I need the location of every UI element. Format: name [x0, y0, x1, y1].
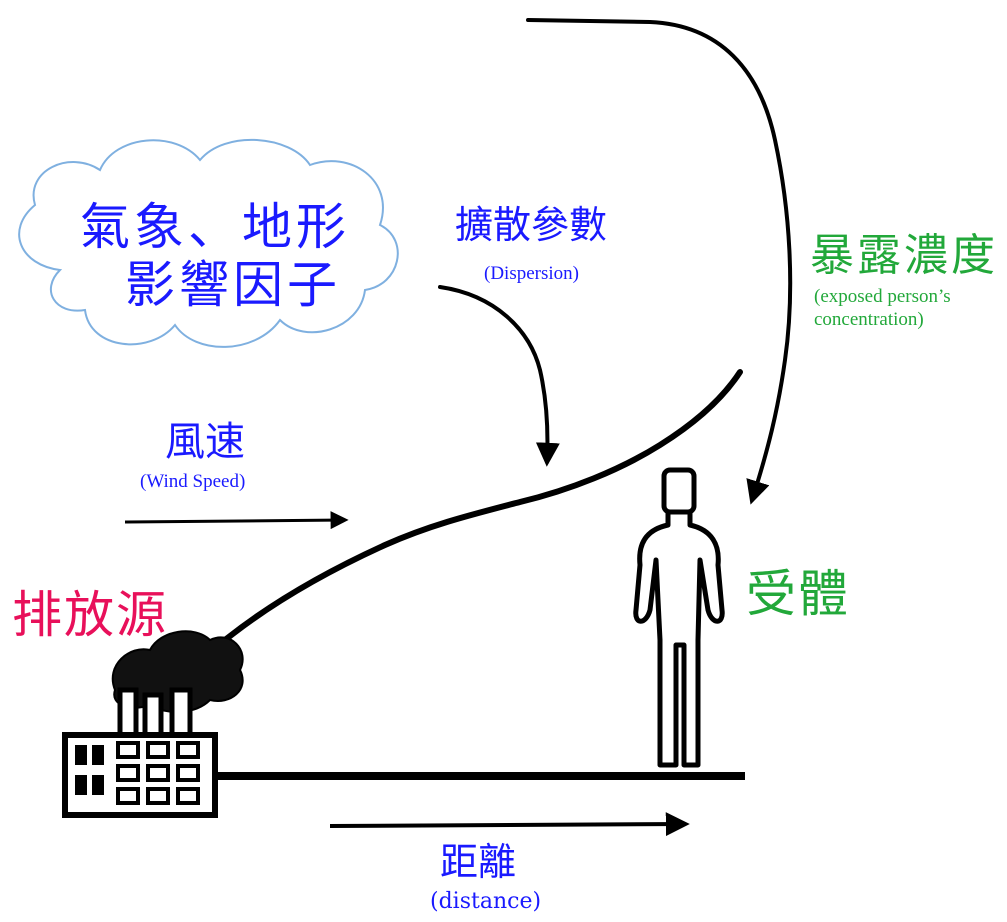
cloud-label-line1: 氣象、地形	[80, 198, 350, 256]
distance-label-en: (distance)	[430, 889, 542, 914]
wind-speed-label: 風速	[165, 419, 245, 465]
emission-source-label: 排放源	[12, 586, 168, 644]
concentration-label-en-line1: (exposed person’s	[814, 286, 951, 307]
dispersion-arrow	[438, 285, 560, 467]
dispersion-label-en: (Dispersion)	[484, 263, 579, 284]
wind-arrow	[124, 511, 349, 530]
exposure-arrow	[526, 18, 793, 505]
distance-label: 距離	[440, 840, 517, 884]
dispersion-label: 擴散參數	[455, 203, 608, 247]
person-icon	[633, 467, 725, 768]
concentration-label: 暴露濃度	[810, 230, 998, 281]
cloud-icon	[18, 139, 399, 348]
plume-line	[222, 369, 743, 643]
distance-arrow	[329, 812, 690, 837]
receptor-label: 受體	[746, 565, 850, 623]
wind-speed-label-en: (Wind Speed)	[140, 471, 246, 492]
cloud-label-line2: 影響因子	[125, 256, 341, 314]
factory-icon	[62, 630, 244, 818]
concentration-label-en-line2: concentration)	[814, 309, 924, 330]
